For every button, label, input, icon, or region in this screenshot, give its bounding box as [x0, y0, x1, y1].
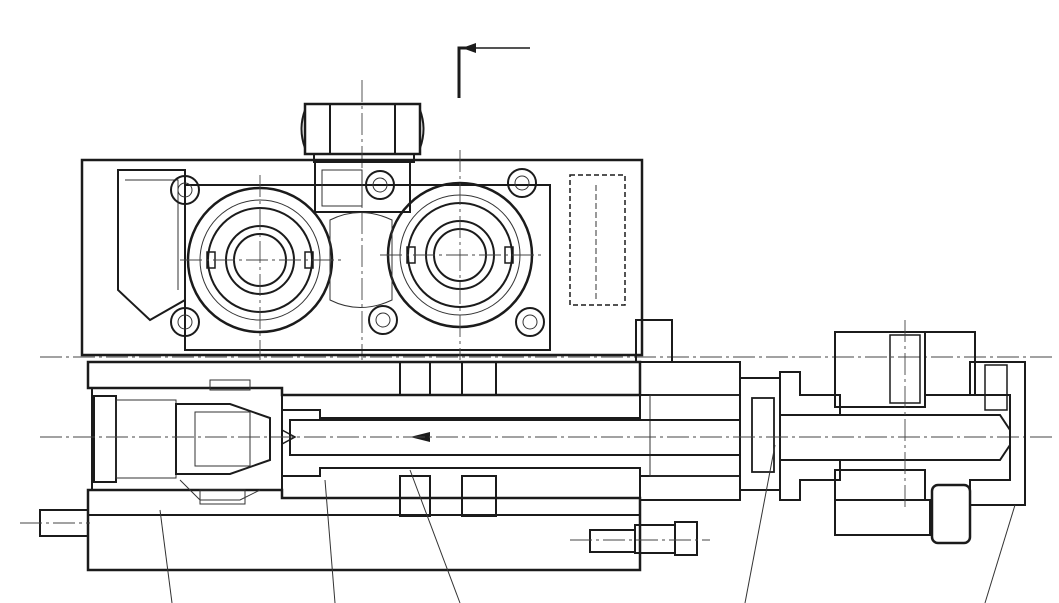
hex-nut	[300, 80, 425, 360]
section-arrow	[457, 43, 530, 98]
bolt-holes	[170, 168, 545, 337]
tail-assembly	[779, 320, 1026, 545]
leader-lines	[159, 444, 1016, 603]
center-lens	[40, 212, 1055, 358]
end-pin	[20, 509, 90, 537]
lower-body	[86, 319, 741, 572]
right-roller	[380, 150, 545, 360]
collet-assembly	[91, 379, 297, 505]
housing-block	[80, 158, 644, 357]
bottom-screw	[570, 521, 710, 556]
left-roller	[180, 175, 345, 360]
